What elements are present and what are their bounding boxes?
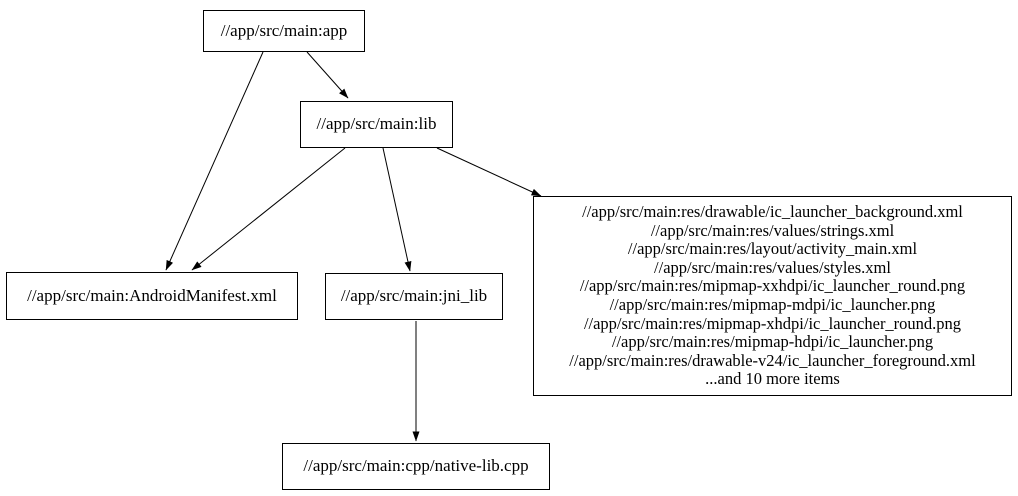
- node-android-manifest-label: //app/src/main:AndroidManifest.xml: [27, 285, 277, 305]
- node-res-group: //app/src/main:res/drawable/ic_launcher_…: [533, 196, 1012, 396]
- res-group-line: //app/src/main:res/drawable/ic_launcher_…: [582, 202, 963, 222]
- res-group-line: //app/src/main:res/mipmap-mdpi/ic_launch…: [609, 295, 936, 314]
- node-jni-lib: //app/src/main:jni_lib: [325, 273, 503, 320]
- edge-lib-to-res-group: [436, 147, 542, 197]
- res-group-line: //app/src/main:res/layout/activity_main.…: [627, 239, 918, 259]
- res-group-line: //app/src/main:res/mipmap-xhdpi/ic_launc…: [583, 313, 962, 333]
- node-jni-lib-label: //app/src/main:jni_lib: [340, 286, 488, 306]
- res-group-line: //app/src/main:res/values/strings.xml: [650, 220, 895, 240]
- node-android-manifest: //app/src/main:AndroidManifest.xml: [6, 272, 298, 320]
- node-app: //app/src/main:app: [203, 10, 365, 52]
- node-native-lib-cpp-label: //app/src/main:cpp/native-lib.cpp: [303, 456, 529, 476]
- edge-app-to-lib: [306, 51, 349, 99]
- edge-app-to-manifest: [165, 51, 264, 271]
- node-app-label: //app/src/main:app: [220, 20, 348, 40]
- edge-lib-to-manifest: [191, 147, 346, 271]
- res-group-line: //app/src/main:res/mipmap-hdpi/ic_launch…: [611, 332, 934, 352]
- res-group-line: //app/src/main:res/values/styles.xml: [654, 257, 891, 277]
- res-group-line: //app/src/main:res/drawable-v24/ic_launc…: [569, 350, 976, 370]
- res-group-line: //app/src/main:res/mipmap-xxhdpi/ic_laun…: [579, 276, 966, 296]
- node-native-lib-cpp: //app/src/main:cpp/native-lib.cpp: [282, 443, 550, 490]
- res-group-more-items: ...and 10 more items: [705, 369, 840, 389]
- edge-lib-to-jni-lib: [382, 147, 412, 272]
- node-lib-label: //app/src/main:lib: [316, 114, 437, 134]
- node-lib: //app/src/main:lib: [300, 101, 453, 148]
